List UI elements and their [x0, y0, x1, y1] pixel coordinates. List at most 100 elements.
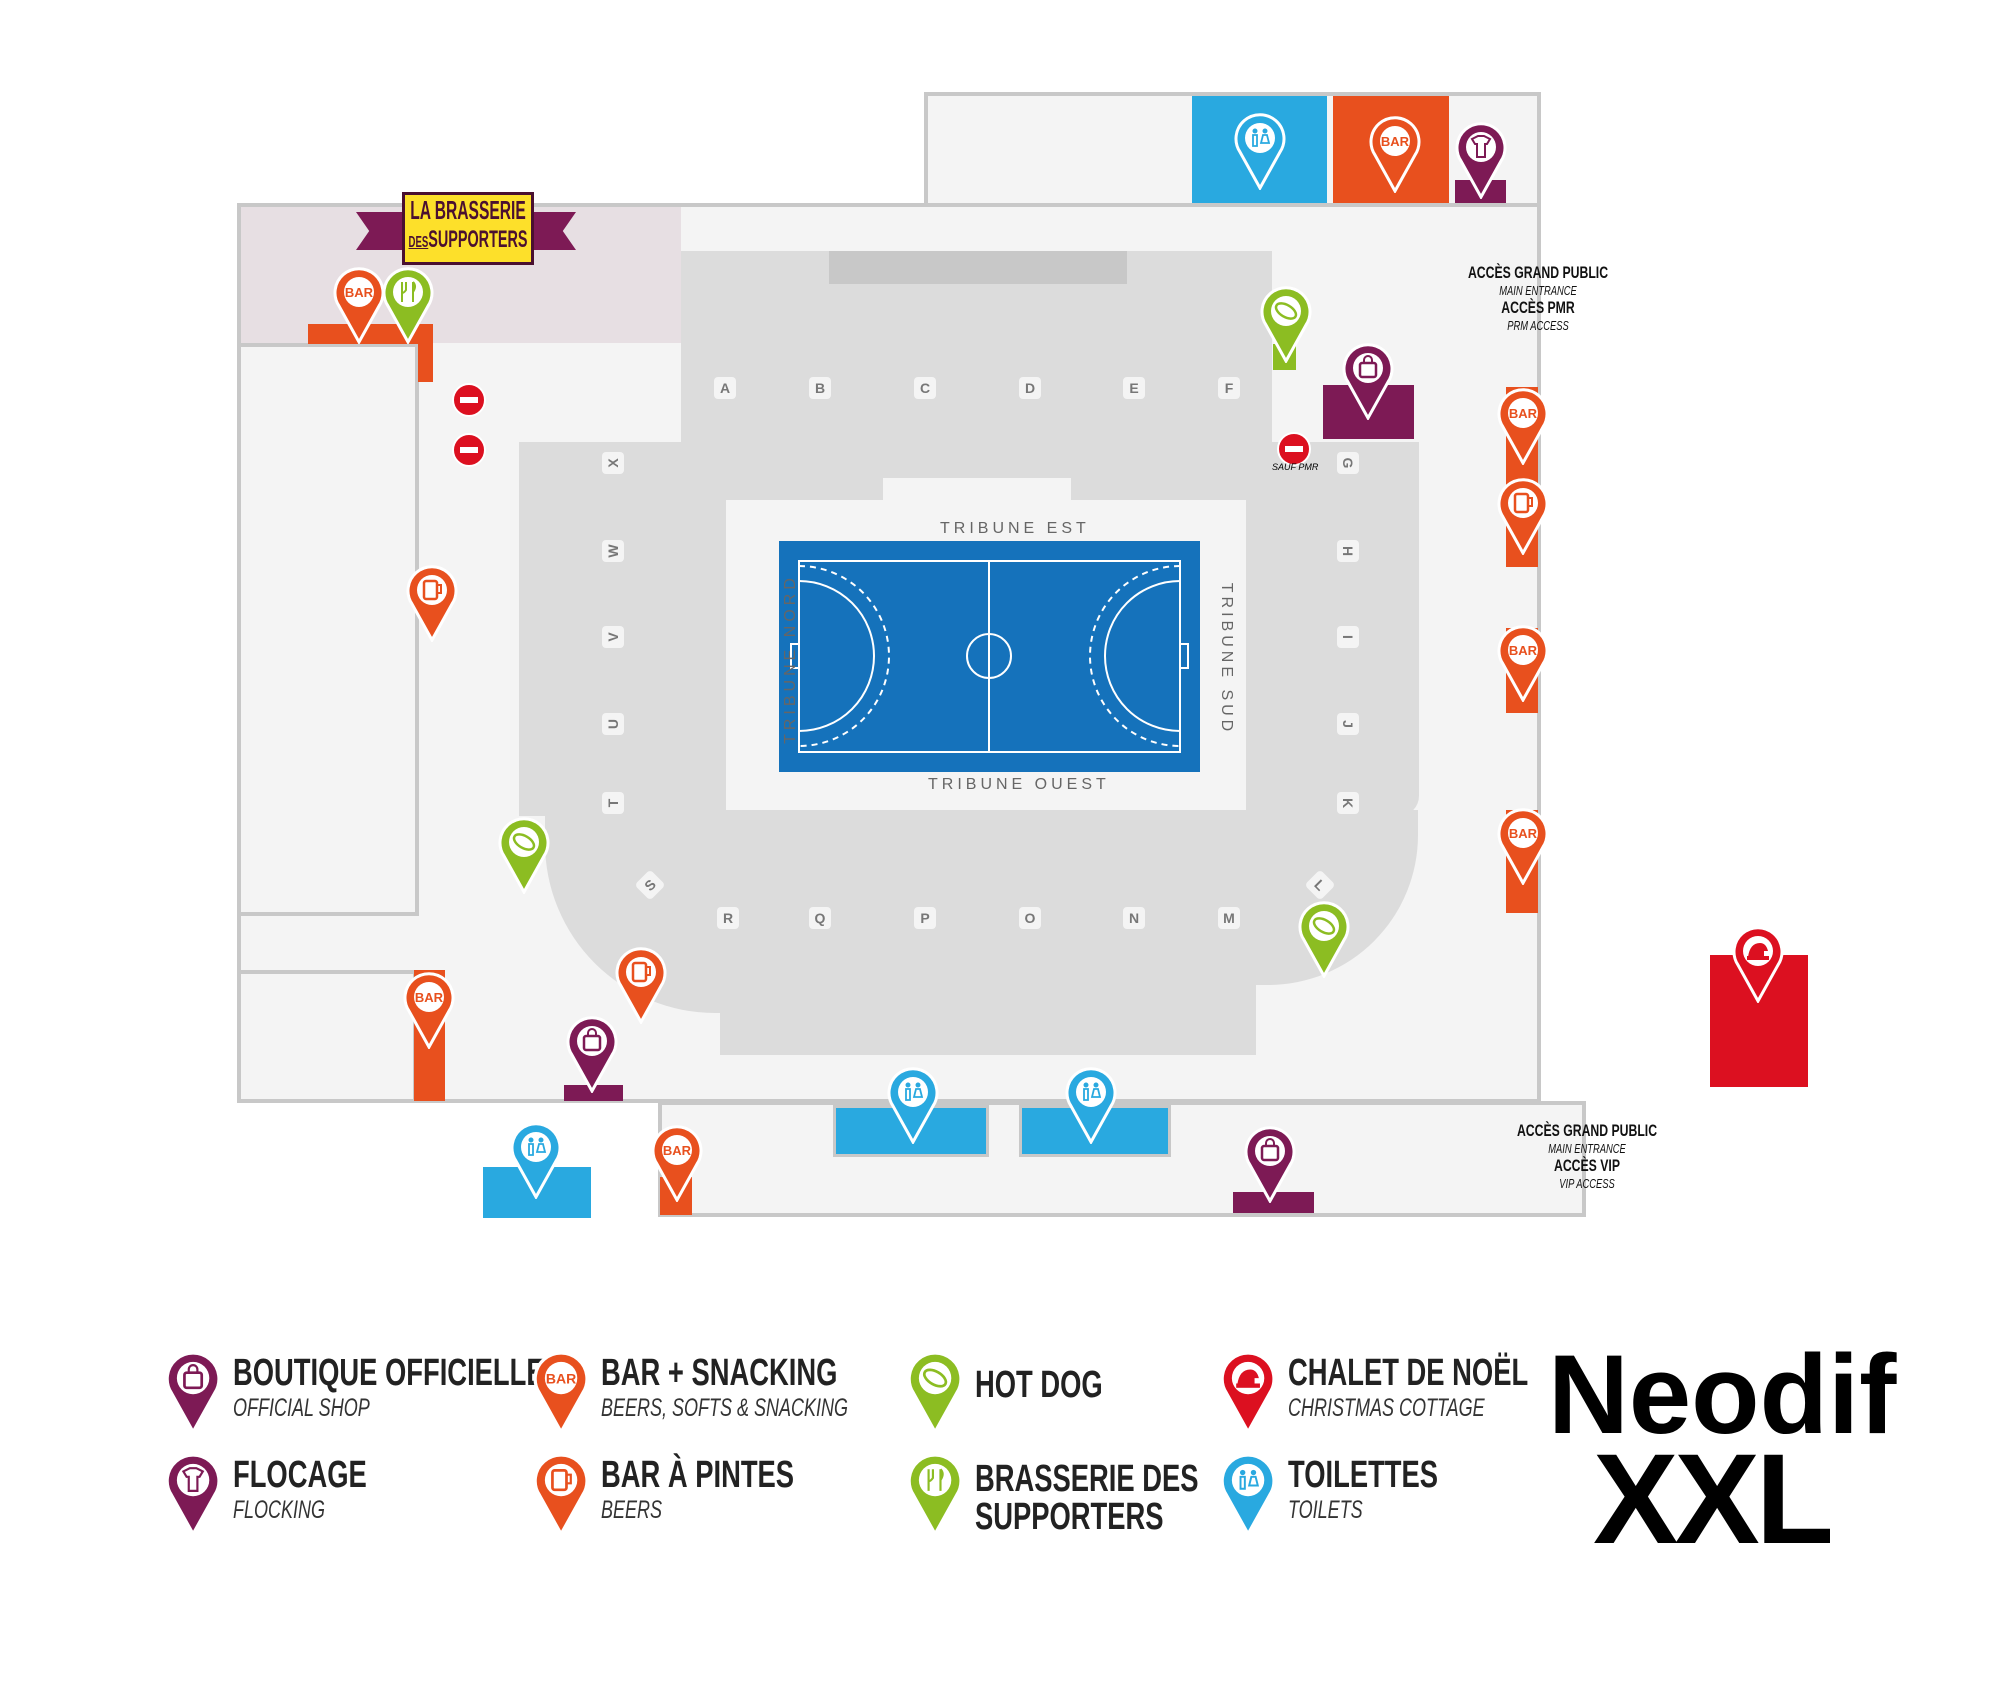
flocage-pin-icon[interactable] — [1455, 121, 1507, 201]
svg-text:BAR: BAR — [415, 990, 444, 1005]
hotdog-pin-icon[interactable] — [1298, 900, 1350, 980]
shop-pin-icon[interactable] — [1342, 342, 1394, 422]
svg-text:BAR: BAR — [663, 1143, 692, 1158]
access-pmr: ACCÈS PMR — [1501, 298, 1575, 317]
tribune-nord-label: TRIBUNE NORD — [781, 574, 799, 744]
access-top: ACCÈS GRAND PUBLIC MAIN ENTRANCE ACCÈS P… — [1428, 263, 1648, 333]
access-vip-en: VIP ACCESS — [1559, 1176, 1615, 1191]
row-label-T: T — [602, 792, 624, 814]
row-label-E: E — [1123, 377, 1145, 399]
flocage-icon — [165, 1452, 221, 1541]
brasserie-prefix: DES — [408, 234, 429, 251]
beer-pin-icon[interactable] — [1497, 477, 1549, 557]
row-label-G: G — [1337, 452, 1359, 474]
legend-subtitle: FLOCKING — [233, 1496, 326, 1524]
row-label-W: W — [602, 540, 624, 562]
sauf-pmr-label: SAUF PMR — [1272, 462, 1319, 472]
toilets-pin-icon[interactable] — [1234, 112, 1286, 192]
legend-title: BAR À PINTES — [601, 1454, 795, 1496]
row-label-V: V — [602, 626, 624, 648]
svg-text:BAR: BAR — [546, 1370, 576, 1386]
legend-title: TOILETTES — [1288, 1454, 1438, 1496]
no-entry-icon — [1277, 432, 1311, 466]
legend-title: FLOCAGE — [233, 1454, 367, 1496]
chalet-icon — [1220, 1350, 1276, 1439]
shop-zone — [1233, 1192, 1314, 1213]
press-box — [829, 251, 1127, 284]
access-main: ACCÈS GRAND PUBLIC — [1467, 263, 1609, 282]
tribune-est-label: TRIBUNE EST — [940, 520, 1090, 537]
legend-subtitle: CHRISTMAS COTTAGE — [1288, 1394, 1485, 1422]
toilets-pin-icon[interactable] — [510, 1121, 562, 1201]
bar-pin-icon[interactable]: BAR — [651, 1124, 703, 1204]
shop-icon — [165, 1350, 221, 1439]
toilets-pin-icon[interactable] — [887, 1066, 939, 1146]
brasserie-icon — [907, 1452, 963, 1541]
row-label-M: M — [1218, 907, 1240, 929]
svg-text:BAR: BAR — [1509, 826, 1538, 841]
bar-pin-icon[interactable]: BAR — [1497, 807, 1549, 887]
legend-subtitle: OFFICIAL SHOP — [233, 1394, 370, 1422]
legend-subtitle: BEERS — [601, 1496, 663, 1524]
access-main: ACCÈS GRAND PUBLIC — [1516, 1121, 1658, 1140]
bar-icon: BAR — [533, 1350, 589, 1439]
bar-pin-icon[interactable]: BAR — [1497, 624, 1549, 704]
toilets-icon — [1220, 1452, 1276, 1541]
no-entry-icon — [452, 383, 486, 417]
legend-item-hotdog: HOT DOG — [907, 1350, 1103, 1439]
stand-top — [681, 251, 1272, 500]
bar-pin-icon[interactable]: BAR — [1497, 387, 1549, 467]
inner-room-left — [237, 343, 419, 916]
bar-pin-icon[interactable]: BAR — [1369, 115, 1421, 195]
row-label-F: F — [1218, 377, 1240, 399]
row-label-O: O — [1019, 907, 1041, 929]
brasserie-pin-icon[interactable] — [382, 266, 434, 346]
row-label-C: C — [914, 377, 936, 399]
bar-pin-icon[interactable]: BAR — [333, 266, 385, 346]
row-label-X: X — [602, 452, 624, 474]
row-label-J: J — [1337, 713, 1359, 735]
hotdog-pin-icon[interactable] — [1260, 285, 1312, 365]
shop-pin-icon[interactable] — [1244, 1125, 1296, 1205]
no-entry-icon — [452, 433, 486, 467]
legend-subtitle: TOILETS — [1288, 1496, 1363, 1524]
row-label-A: A — [714, 377, 736, 399]
toilets-pin-icon[interactable] — [1065, 1066, 1117, 1146]
beer-pin-icon[interactable] — [406, 564, 458, 644]
shop-pin-icon[interactable] — [566, 1015, 618, 1095]
neodif-xxl-logo: Neodif XXL — [1548, 1332, 1897, 1571]
legend-title: CHALET DE NOËL — [1288, 1352, 1529, 1394]
legend-title: BAR + SNACKING — [601, 1352, 838, 1394]
row-label-R: R — [717, 907, 739, 929]
tribune-sud-label: TRIBUNE SUD — [1218, 582, 1236, 736]
stand-bottom — [720, 810, 1256, 1055]
row-label-N: N — [1123, 907, 1145, 929]
svg-text:BAR: BAR — [345, 285, 374, 300]
access-main-en: MAIN ENTRANCE — [1499, 283, 1577, 298]
brasserie-line2: SUPPORTERS — [428, 226, 528, 253]
logo-line1: Neodif — [1548, 1332, 1897, 1457]
legend-subtitle: BEERS, SOFTS & SNACKING — [601, 1394, 849, 1422]
bar-pin-icon[interactable]: BAR — [403, 971, 455, 1051]
handball-court — [779, 541, 1200, 772]
brasserie-title: LA BRASSERIE — [410, 195, 526, 225]
hotdog-pin-icon[interactable] — [498, 816, 550, 896]
beer-pin-icon[interactable] — [615, 946, 667, 1026]
logo-line2: XXL — [1593, 1428, 1834, 1571]
inner-room-bottom-left — [237, 970, 417, 1103]
tunnel — [883, 478, 1071, 502]
svg-text:BAR: BAR — [1509, 406, 1538, 421]
row-label-U: U — [602, 713, 624, 735]
row-label-D: D — [1019, 377, 1041, 399]
svg-text:BAR: BAR — [1509, 643, 1538, 658]
chalet-pin-icon[interactable] — [1732, 925, 1784, 1005]
access-main-en: MAIN ENTRANCE — [1548, 1141, 1626, 1156]
